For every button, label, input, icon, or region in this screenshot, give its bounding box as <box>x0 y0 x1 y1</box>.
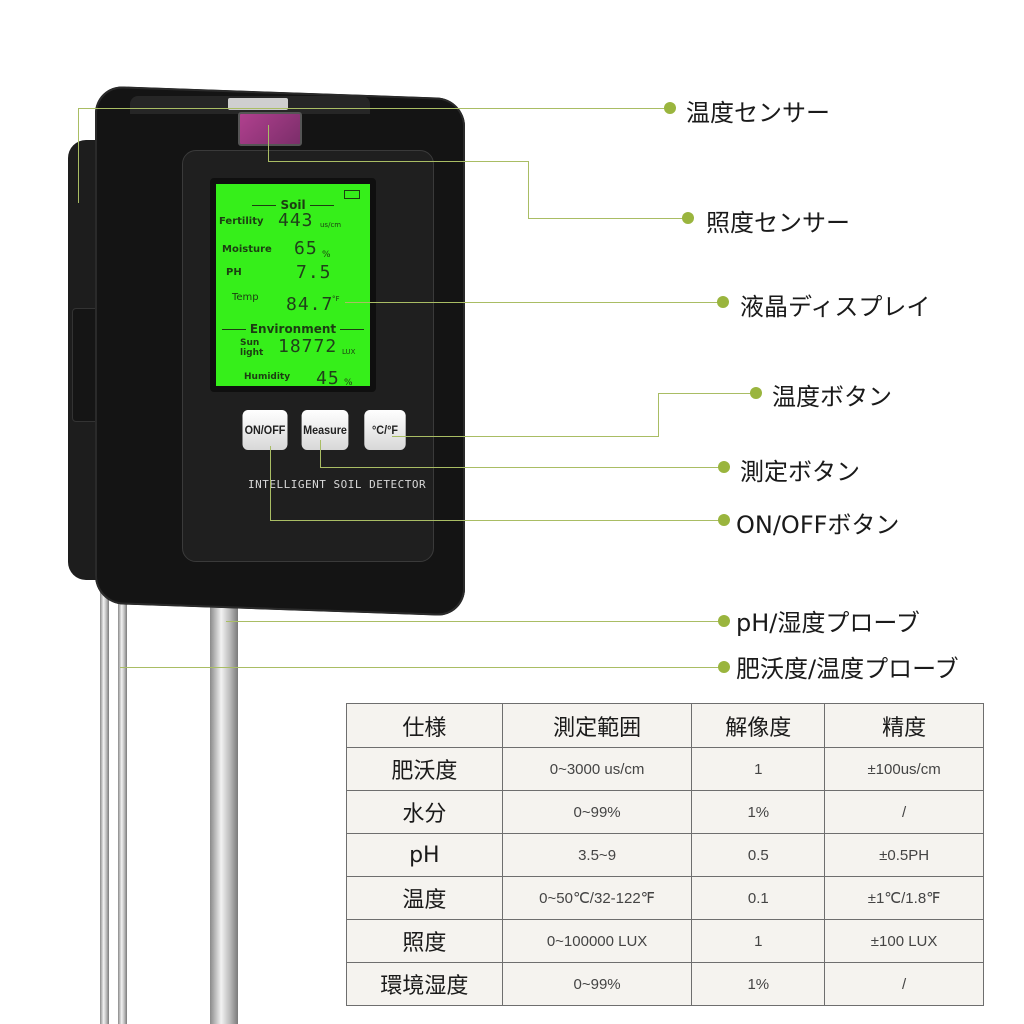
lcd-temp-value: 84.7 <box>286 294 334 315</box>
callout-dot <box>718 461 730 473</box>
lcd-humidity-unit: % <box>344 378 353 388</box>
lcd-humidity-value: 45 <box>316 368 340 389</box>
callout-line <box>392 436 658 437</box>
header-accuracy: 精度 <box>824 703 984 748</box>
lcd-fertility-value: 443 <box>278 210 314 231</box>
on-off-button[interactable]: ON/OFF <box>242 410 288 450</box>
measure-button[interactable]: Measure <box>301 410 349 450</box>
row-resolution: 1 <box>691 747 826 791</box>
table-row: 水分 0~99% 1% / <box>346 790 984 834</box>
row-accuracy: / <box>824 962 984 1006</box>
callout-line <box>270 446 271 520</box>
callout-measure-button: 測定ボタン <box>740 458 860 486</box>
callout-fertility-temperature-probe: 肥沃度/温度プローブ <box>736 655 959 683</box>
row-name: 環境湿度 <box>346 962 503 1006</box>
callout-dot <box>718 615 730 627</box>
row-range: 0~50℃/32-122℉ <box>501 876 693 920</box>
lcd-ph-label: PH <box>226 267 242 278</box>
row-accuracy: ±100us/cm <box>824 747 984 791</box>
callout-line <box>320 467 724 468</box>
lcd-sunlight-label-2: light <box>240 348 264 358</box>
callout-line <box>658 393 754 394</box>
row-accuracy: ±1℃/1.8℉ <box>824 876 984 920</box>
callout-on-off-button: ON/OFFボタン <box>736 511 900 539</box>
row-resolution: 1% <box>691 790 826 834</box>
callout-line <box>320 440 321 467</box>
light-sensor <box>238 112 302 146</box>
table-row: 肥沃度 0~3000 us/cm 1 ±100us/cm <box>346 747 984 791</box>
row-name: 温度 <box>346 876 503 920</box>
header-range: 測定範囲 <box>501 703 693 748</box>
callout-dot <box>718 661 730 673</box>
device-brand-text: INTELLIGENT SOIL DETECTOR <box>248 478 427 491</box>
header-spec: 仕様 <box>346 703 503 748</box>
lcd-sunlight-label-1: Sun <box>240 338 260 348</box>
row-range: 0~99% <box>501 790 693 834</box>
lcd-display: Soil Fertility 443 us/cm Moisture 65 % P… <box>210 178 376 392</box>
callout-dot <box>717 296 729 308</box>
table-header-row: 仕様 測定範囲 解像度 精度 <box>346 703 984 748</box>
lcd-soil-header: Soil <box>216 198 370 212</box>
lcd-moisture-value: 65 <box>294 238 318 259</box>
row-resolution: 0.5 <box>691 833 826 877</box>
callout-line <box>78 108 79 203</box>
row-name: pH <box>346 833 503 877</box>
row-range: 3.5~9 <box>501 833 693 877</box>
spec-table: 仕様 測定範囲 解像度 精度 肥沃度 0~3000 us/cm 1 ±100us… <box>346 703 984 1006</box>
ph-humidity-probe <box>210 600 238 1024</box>
callout-line <box>658 393 659 437</box>
table-row: 温度 0~50℃/32-122℉ 0.1 ±1℃/1.8℉ <box>346 876 984 920</box>
fertility-temp-probe-right <box>118 410 127 1024</box>
callout-line <box>528 218 688 219</box>
lcd-humidity-label: Humidity <box>244 372 291 382</box>
callout-line <box>78 108 670 109</box>
callout-line <box>226 621 724 622</box>
callout-line <box>270 520 724 521</box>
callout-line <box>120 667 724 668</box>
row-range: 0~3000 us/cm <box>501 747 693 791</box>
callout-temperature-sensor: 温度センサー <box>686 99 830 127</box>
callout-dot <box>750 387 762 399</box>
callout-lcd-display: 液晶ディスプレイ <box>740 293 931 321</box>
callout-dot <box>682 212 694 224</box>
lcd-environment-header: Environment <box>216 322 370 336</box>
callout-line <box>268 125 269 161</box>
callout-light-sensor: 照度センサー <box>706 209 850 237</box>
lcd-sunlight-unit: LUX <box>342 348 356 356</box>
callout-temperature-button: 温度ボタン <box>772 383 892 411</box>
callout-dot <box>664 102 676 114</box>
row-accuracy: ±100 LUX <box>824 919 984 963</box>
table-row: 照度 0~100000 LUX 1 ±100 LUX <box>346 919 984 963</box>
lcd-moisture-unit: % <box>322 250 331 260</box>
row-name: 水分 <box>346 790 503 834</box>
lcd-fertility-label: Fertility <box>219 216 264 227</box>
row-accuracy: / <box>824 790 984 834</box>
lcd-temp-label: Temp <box>232 292 259 303</box>
row-resolution: 1 <box>691 919 826 963</box>
row-range: 0~100000 LUX <box>501 919 693 963</box>
lcd-temp-unit: °F <box>332 295 340 303</box>
callout-line <box>528 161 529 218</box>
row-name: 照度 <box>346 919 503 963</box>
callout-ph-humidity-probe: pH/湿度プローブ <box>736 609 920 637</box>
row-accuracy: ±0.5PH <box>824 833 984 877</box>
lcd-fertility-unit: us/cm <box>320 221 342 229</box>
table-row: 環境湿度 0~99% 1% / <box>346 962 984 1006</box>
row-range: 0~99% <box>501 962 693 1006</box>
lcd-moisture-label: Moisture <box>222 244 272 255</box>
header-resolution: 解像度 <box>691 703 826 748</box>
callout-line <box>268 161 528 162</box>
row-resolution: 1% <box>691 962 826 1006</box>
temperature-sensor <box>228 98 288 110</box>
fertility-temp-probe-left <box>100 410 109 1024</box>
lcd-ph-value: 7.5 <box>296 262 332 283</box>
row-name: 肥沃度 <box>346 747 503 791</box>
table-row: pH 3.5~9 0.5 ±0.5PH <box>346 833 984 877</box>
unit-toggle-button[interactable]: °C/°F <box>364 410 406 450</box>
row-resolution: 0.1 <box>691 876 826 920</box>
callout-dot <box>718 514 730 526</box>
callout-line <box>345 302 723 303</box>
lcd-sunlight-value: 18772 <box>278 336 338 357</box>
